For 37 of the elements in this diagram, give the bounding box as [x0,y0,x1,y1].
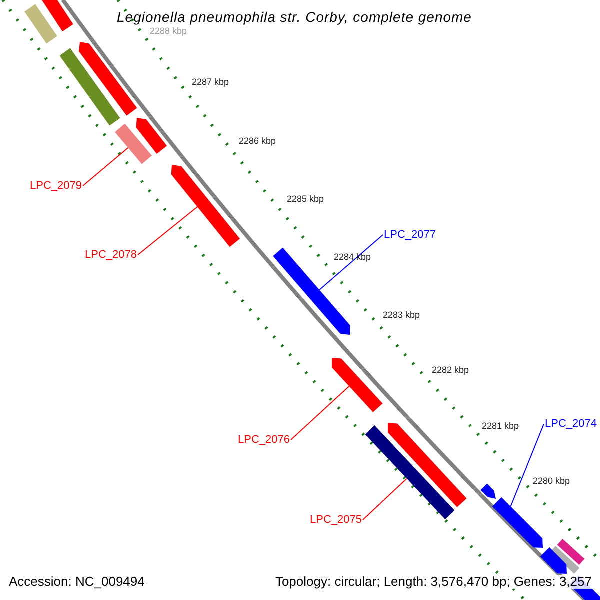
scale-label: 2287 kbp [192,78,230,88]
title: Legionella pneumophila str. Corby, complete genome [117,10,472,26]
gene-feature [171,165,240,248]
leader-line [82,147,129,187]
scale-label: 2280 kbp [533,477,570,487]
leader-line [138,206,198,256]
gene-feature [365,426,455,520]
gene-label: LPC_2075 [310,514,362,526]
leader-line [362,478,408,521]
gene-feature [136,118,168,154]
gene-feature [332,358,383,412]
gene-label: LPC_2077 [384,229,436,242]
scale-label: 2285 kbp [287,195,324,205]
leader-line [290,386,350,441]
scale-label: 2283 kbp [383,311,420,321]
scale-label: 2286 kbp [239,137,276,147]
scale-label: 2288 kbp [150,27,188,37]
gene-feature [480,484,496,499]
gene-feature [42,0,74,32]
leader-line [510,424,544,508]
footer-text: Accession: NC_009494 [9,575,145,590]
scale-label: 2281 kbp [482,422,520,432]
gene-feature [388,423,467,508]
scale-label: 2282 kbp [432,366,470,376]
gene-label: LPC_2074 [545,418,597,430]
gene-label: LPC_2076 [238,434,290,446]
gene-feature [115,124,152,164]
gene-label: LPC_2079 [30,180,82,192]
gene-feature [24,4,58,44]
leader-line [319,234,384,291]
scale-label: 2284 kbp [334,253,372,263]
gene-feature [557,539,585,565]
footer-text: Topology: circular; Length: 3,576,470 bp; Genes: 3,257 [275,575,592,590]
gene-feature [79,42,138,116]
gene-label: LPC_2078 [85,249,137,262]
gene-feature [60,48,120,126]
gene-feature [492,497,543,548]
